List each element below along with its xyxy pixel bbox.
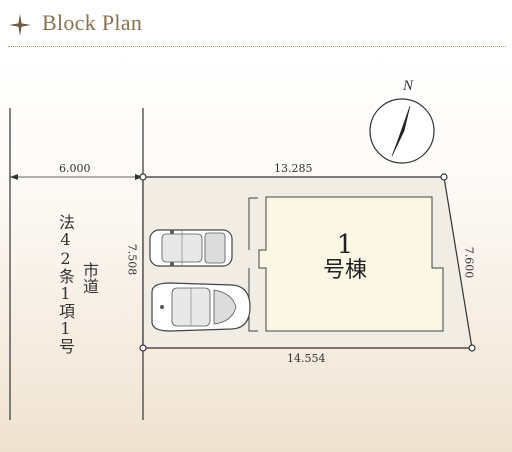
lot-corner-marker <box>440 173 448 181</box>
title-divider <box>8 46 506 47</box>
page-title: Block Plan <box>42 10 143 35</box>
north-compass-icon <box>369 98 435 164</box>
arrow-right-icon <box>135 174 143 180</box>
lot-corner-marker <box>139 344 147 352</box>
bottom-dimension-label: 14.554 <box>287 352 326 365</box>
building-label: 1 号棟 <box>300 232 390 284</box>
road-type-label: 市道 <box>80 262 99 294</box>
lot-corner-marker <box>139 173 147 181</box>
parked-car-icon <box>149 229 233 267</box>
road-legal-label: 法42条1項1号 <box>56 214 75 354</box>
road-width-label: 6.000 <box>59 162 91 175</box>
right-dimension-label: 7.600 <box>462 246 476 279</box>
building-bracket-top <box>248 197 258 250</box>
building-number: 1 <box>336 230 354 260</box>
building-name: 号棟 <box>322 258 367 283</box>
building-bracket-bottom <box>248 268 258 332</box>
parked-car-icon <box>151 282 251 332</box>
north-label: N <box>403 78 414 94</box>
lot-corner-marker <box>468 344 476 352</box>
left-dimension-label: 7.508 <box>125 243 139 276</box>
arrow-left-icon <box>10 174 18 180</box>
sparkle-icon <box>9 14 31 36</box>
top-dimension-label: 13.285 <box>274 162 313 175</box>
building-footprint <box>258 196 444 332</box>
